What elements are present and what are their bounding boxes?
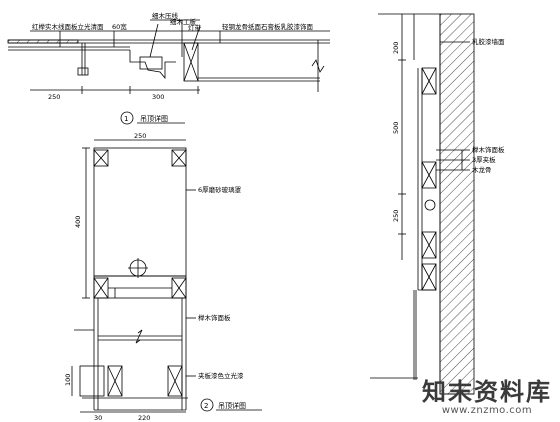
mesh-note: 6厚磨砂玻璃罩 (198, 185, 242, 194)
dim-250-right: 250 (392, 210, 400, 222)
watermark-url: www.znzmo.com (441, 405, 533, 416)
batten-note: 细木压线 (152, 11, 179, 20)
strip-note: 灯带 (188, 23, 202, 32)
dim-side-30: 30 (94, 414, 102, 422)
watermark: 知末资料库 www.znzmo.com (422, 379, 552, 416)
detail-3-wall-section (370, 13, 475, 395)
detail-2-number: 2 (204, 402, 208, 410)
carving-note: 细木工板 (170, 17, 197, 26)
detail-1-labels: 红榉实木线面板立光清面 60宽 细木压线 细木工板 灯带 轻钢龙骨纸面石膏板乳胶… (32, 11, 314, 123)
dim-200: 200 (392, 42, 400, 54)
dim-500: 500 (392, 122, 400, 134)
frame-note: 木龙骨 (472, 165, 492, 174)
detail-3-labels: 乳胶漆墙面 榉木饰面板 3厚夹板 木龙骨 200 500 250 (392, 37, 505, 222)
cornice-molding (139, 56, 163, 70)
batten-note-right: 3厚夹板 (472, 155, 496, 164)
watermark-main: 知末资料库 (422, 378, 552, 406)
dim-top-250: 250 (134, 132, 146, 140)
detail-2-labels: 250 400 6厚磨砂玻璃罩 榉木饰面板 夹板漆色立光漆 100 30 220… (64, 132, 246, 422)
cornice-note: 红榉实木线面板立光清面 (32, 22, 104, 31)
dim-bottom-220: 220 (138, 414, 150, 422)
detail-2-light-box-section (71, 139, 262, 413)
dim-height-400: 400 (74, 216, 82, 228)
detail-1-marker-circle (120, 111, 134, 125)
lamp-note: 夹板漆色立光漆 (198, 371, 244, 380)
gypsum-note: 轻钢龙骨纸面石膏板乳胶漆饰面 (222, 22, 314, 31)
wall-hatch (439, 13, 475, 395)
veneer-note: 榉木饰面板 (472, 145, 505, 154)
detail-2-marker-circle (200, 398, 214, 412)
dim-low-100: 100 (64, 374, 72, 386)
dim-250: 250 (48, 93, 60, 101)
wall-note: 乳胶漆墙面 (472, 37, 505, 46)
detail-1-ceiling-section (7, 19, 330, 125)
dim-60-note: 60宽 (112, 22, 127, 31)
detail-1-caption: 吊顶详图 (140, 114, 168, 123)
dim-300: 300 (152, 93, 164, 101)
detail-1-number: 1 (124, 115, 128, 123)
panel-note: 榉木饰面板 (198, 313, 231, 322)
ceiling-frame-box (183, 42, 199, 82)
detail-2-caption: 吊顶详图 (218, 401, 246, 410)
